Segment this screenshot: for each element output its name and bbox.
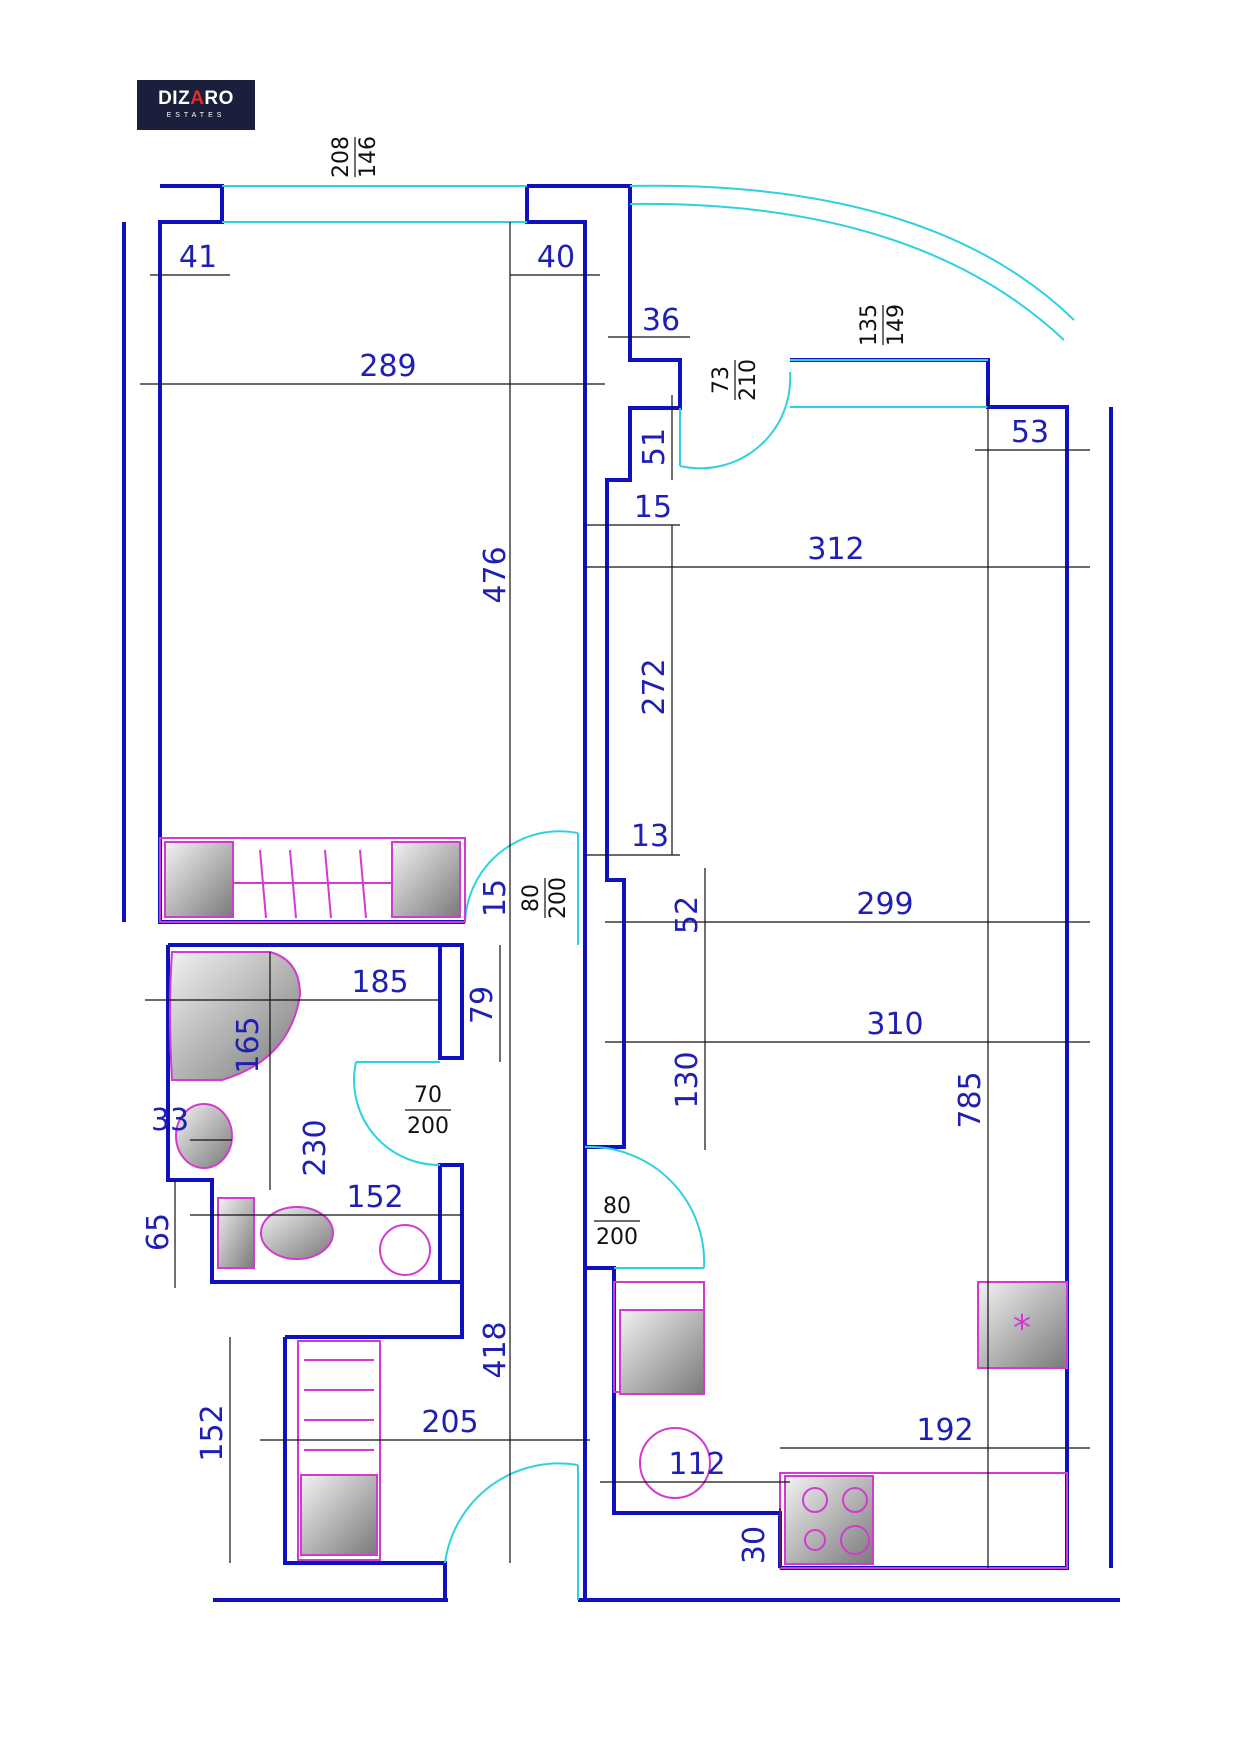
svg-text:149: 149 (884, 304, 909, 346)
dim-418: 418 (478, 1321, 513, 1378)
logo-accent-letter: A (190, 88, 205, 109)
toilet-bowl (260, 1206, 334, 1260)
window-top-size: 208 146 (329, 136, 381, 178)
door-room-size: 80 200 (519, 877, 571, 919)
outer-wall-lines (122, 222, 1120, 1602)
shower-tray (169, 951, 302, 1081)
dim-476: 476 (478, 546, 513, 603)
svg-text:80: 80 (603, 1194, 631, 1219)
svg-text:200: 200 (596, 1225, 638, 1250)
dim-785: 785 (953, 1071, 988, 1128)
dim-310: 310 (866, 1007, 923, 1042)
dim-112: 112 (668, 1447, 725, 1482)
svg-text:70: 70 (414, 1083, 442, 1108)
dimension-labels: 41 40 289 476 36 51 15 312 272 13 52 299… (141, 240, 1049, 1564)
dim-33: 33 (151, 1103, 189, 1138)
kitchen-table (639, 1427, 711, 1499)
dim-152-storage: 152 (195, 1404, 230, 1461)
dim-272: 272 (637, 658, 672, 715)
door-bath-size: 70 200 (405, 1083, 451, 1139)
svg-text:210: 210 (736, 359, 761, 401)
svg-text:200: 200 (546, 877, 571, 919)
dim-79: 79 (465, 986, 500, 1024)
dim-30: 30 (737, 1526, 772, 1564)
dim-41: 41 (179, 240, 217, 275)
wardrobe (159, 837, 466, 923)
logo-subtitle: ESTATES (166, 112, 226, 119)
dim-205: 205 (421, 1405, 478, 1440)
dim-299: 299 (856, 887, 913, 922)
dim-130: 130 (670, 1051, 705, 1108)
svg-text:*: * (1013, 1308, 1031, 1349)
toilet-tank (217, 1197, 255, 1269)
dim-40: 40 (537, 240, 575, 275)
dim-152-bath: 152 (346, 1180, 403, 1215)
washer (379, 1224, 431, 1276)
stove (784, 1475, 874, 1565)
company-logo: DIZARO ESTATES (137, 80, 255, 130)
furniture: * (159, 837, 1068, 1569)
svg-text:200: 200 (407, 1114, 449, 1139)
opening-labels: 208 146 73 210 135 149 80 200 70 200 80 … (329, 136, 909, 1250)
dim-312: 312 (807, 532, 864, 567)
dim-13: 13 (631, 819, 669, 854)
dim-165: 165 (231, 1016, 266, 1073)
svg-text:80: 80 (519, 884, 544, 912)
boiler (619, 1309, 705, 1395)
dimension-lines (140, 222, 1090, 1568)
sink (175, 1103, 233, 1169)
dim-230: 230 (298, 1119, 333, 1176)
svg-text:208: 208 (329, 136, 354, 178)
dim-192: 192 (916, 1413, 973, 1448)
dim-53: 53 (1011, 415, 1049, 450)
logo-brand: DIZARO (158, 88, 234, 109)
balcony-door-size: 73 210 (709, 359, 761, 401)
svg-text:73: 73 (709, 366, 734, 394)
fridge (977, 1281, 1068, 1369)
storage-shelves (297, 1340, 381, 1561)
dim-36: 36 (642, 303, 680, 338)
dim-15-door: 15 (478, 879, 513, 917)
dim-289: 289 (359, 349, 416, 384)
dim-52: 52 (670, 896, 705, 934)
openings (222, 184, 1075, 1600)
dim-65: 65 (141, 1213, 176, 1251)
door-kitchen-size: 80 200 (594, 1194, 640, 1250)
dim-51: 51 (637, 428, 672, 466)
svg-text:135: 135 (857, 304, 882, 346)
dim-185: 185 (351, 965, 408, 1000)
dim-15-corridor: 15 (634, 490, 672, 525)
balcony-window-size: 135 149 (857, 304, 909, 346)
svg-text:146: 146 (356, 136, 381, 178)
